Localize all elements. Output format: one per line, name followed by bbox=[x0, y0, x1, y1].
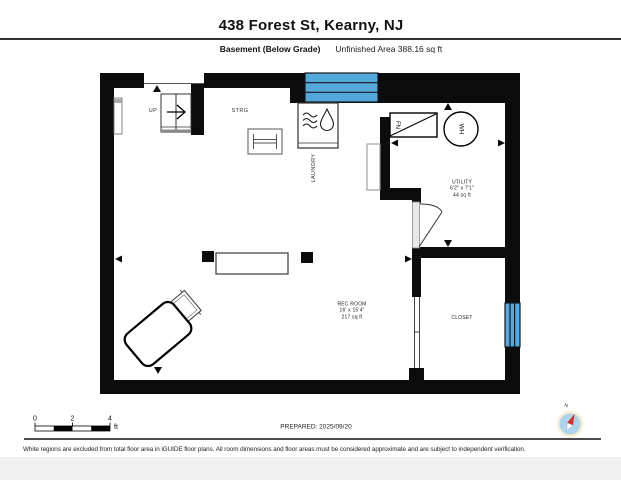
room-area: 217 sq ft bbox=[341, 314, 363, 321]
direction-arrow bbox=[153, 85, 161, 92]
floor-label: Basement (Below Grade) bbox=[219, 44, 321, 54]
wall-panel bbox=[113, 97, 123, 135]
floor-subheader: Basement (Below Grade) Unfinished Area 3… bbox=[220, 44, 442, 54]
stair-notch bbox=[144, 73, 204, 135]
support-post bbox=[301, 252, 313, 263]
sofa bbox=[123, 300, 193, 368]
direction-arrow bbox=[498, 139, 505, 147]
staircase bbox=[160, 93, 192, 133]
compass-needle bbox=[567, 414, 575, 426]
furnace-label: FN bbox=[394, 121, 400, 129]
scale-bar bbox=[34, 422, 111, 432]
closet-window-icon bbox=[504, 302, 521, 348]
disclaimer-text: White regions are excluded from total fl… bbox=[23, 446, 526, 453]
storage-label: STRG bbox=[231, 108, 249, 114]
closet-room-label: CLOSET bbox=[451, 314, 473, 321]
furnace-box bbox=[389, 112, 438, 138]
closet-open-wall bbox=[414, 297, 420, 368]
header-divider bbox=[0, 38, 621, 40]
prepared-date: PREPARED: 2025/09/20 bbox=[280, 423, 352, 431]
table bbox=[215, 252, 289, 275]
laundry-unit bbox=[297, 102, 339, 149]
room-area: 44 sq ft bbox=[453, 192, 471, 199]
interior-walls bbox=[380, 117, 505, 380]
water-heater-label: WH bbox=[457, 123, 465, 135]
direction-arrow bbox=[154, 367, 162, 374]
workbench bbox=[247, 128, 283, 155]
up-label: UP bbox=[148, 108, 158, 114]
room-dimensions: 6'2" x 7'1" bbox=[449, 185, 475, 192]
scale-unit-label: ft bbox=[114, 424, 118, 431]
top-window-icon bbox=[304, 72, 379, 103]
direction-arrow bbox=[444, 103, 452, 110]
page-title: 438 Forest St, Kearny, NJ bbox=[218, 17, 404, 34]
room-dimensions: 16' x 15'4" bbox=[339, 307, 365, 314]
scale-tick-0: 0 bbox=[33, 415, 37, 423]
support-post bbox=[202, 251, 214, 262]
heat-wave-icon bbox=[302, 112, 318, 129]
direction-arrows bbox=[115, 85, 505, 374]
duct-chase bbox=[366, 143, 381, 191]
compass-icon bbox=[556, 410, 584, 438]
utility-room-label: UTILITY 6'2" x 7'1" 44 sq ft bbox=[450, 179, 474, 198]
scale-tick-4: 4 bbox=[108, 415, 112, 423]
utility-door bbox=[412, 201, 443, 249]
rec-room-label: REC ROOM 16' x 15'4" 217 sq ft bbox=[337, 301, 366, 320]
direction-arrow bbox=[115, 255, 122, 263]
direction-arrow bbox=[391, 139, 398, 147]
direction-arrow bbox=[405, 255, 412, 263]
unfinished-area-label: Unfinished Area 388.16 sq ft bbox=[335, 44, 443, 54]
page-bottom-margin bbox=[0, 457, 621, 480]
room-name: REC ROOM bbox=[337, 301, 367, 308]
water-drop-icon bbox=[319, 107, 335, 132]
scale-tick-2: 2 bbox=[70, 415, 75, 423]
direction-arrow bbox=[444, 240, 452, 247]
water-heater-circle bbox=[443, 111, 479, 147]
footer-divider bbox=[24, 438, 601, 440]
room-name: UTILITY bbox=[451, 179, 472, 186]
laundry-label: LAUNDRY bbox=[311, 153, 317, 183]
